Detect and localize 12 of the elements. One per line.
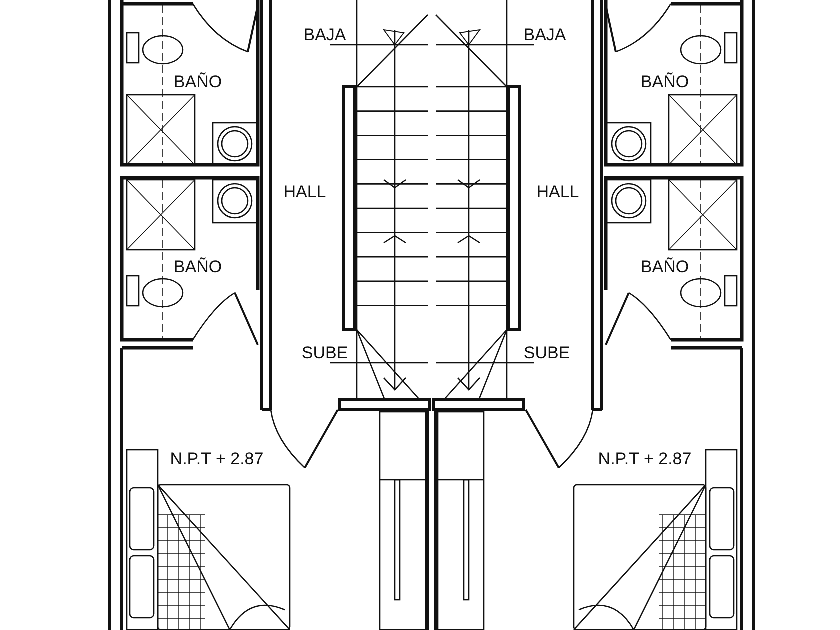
room-label: HALL [536,184,580,200]
stair-label: BAJA [524,26,566,44]
room-label: BAÑO [174,258,222,276]
stair-label: SUBE [524,344,570,362]
stair-label: SUBE [302,344,348,362]
room-label: BAÑO [174,74,222,90]
level-label: N.P.T + 2.87 [170,450,264,468]
room-label: BAÑO [640,74,690,90]
room-label: HALL [284,184,326,200]
room-label: BAÑO [640,258,690,276]
stair-label: BAJA [304,26,346,44]
level-label: N.P.T + 2.87 [598,450,692,468]
